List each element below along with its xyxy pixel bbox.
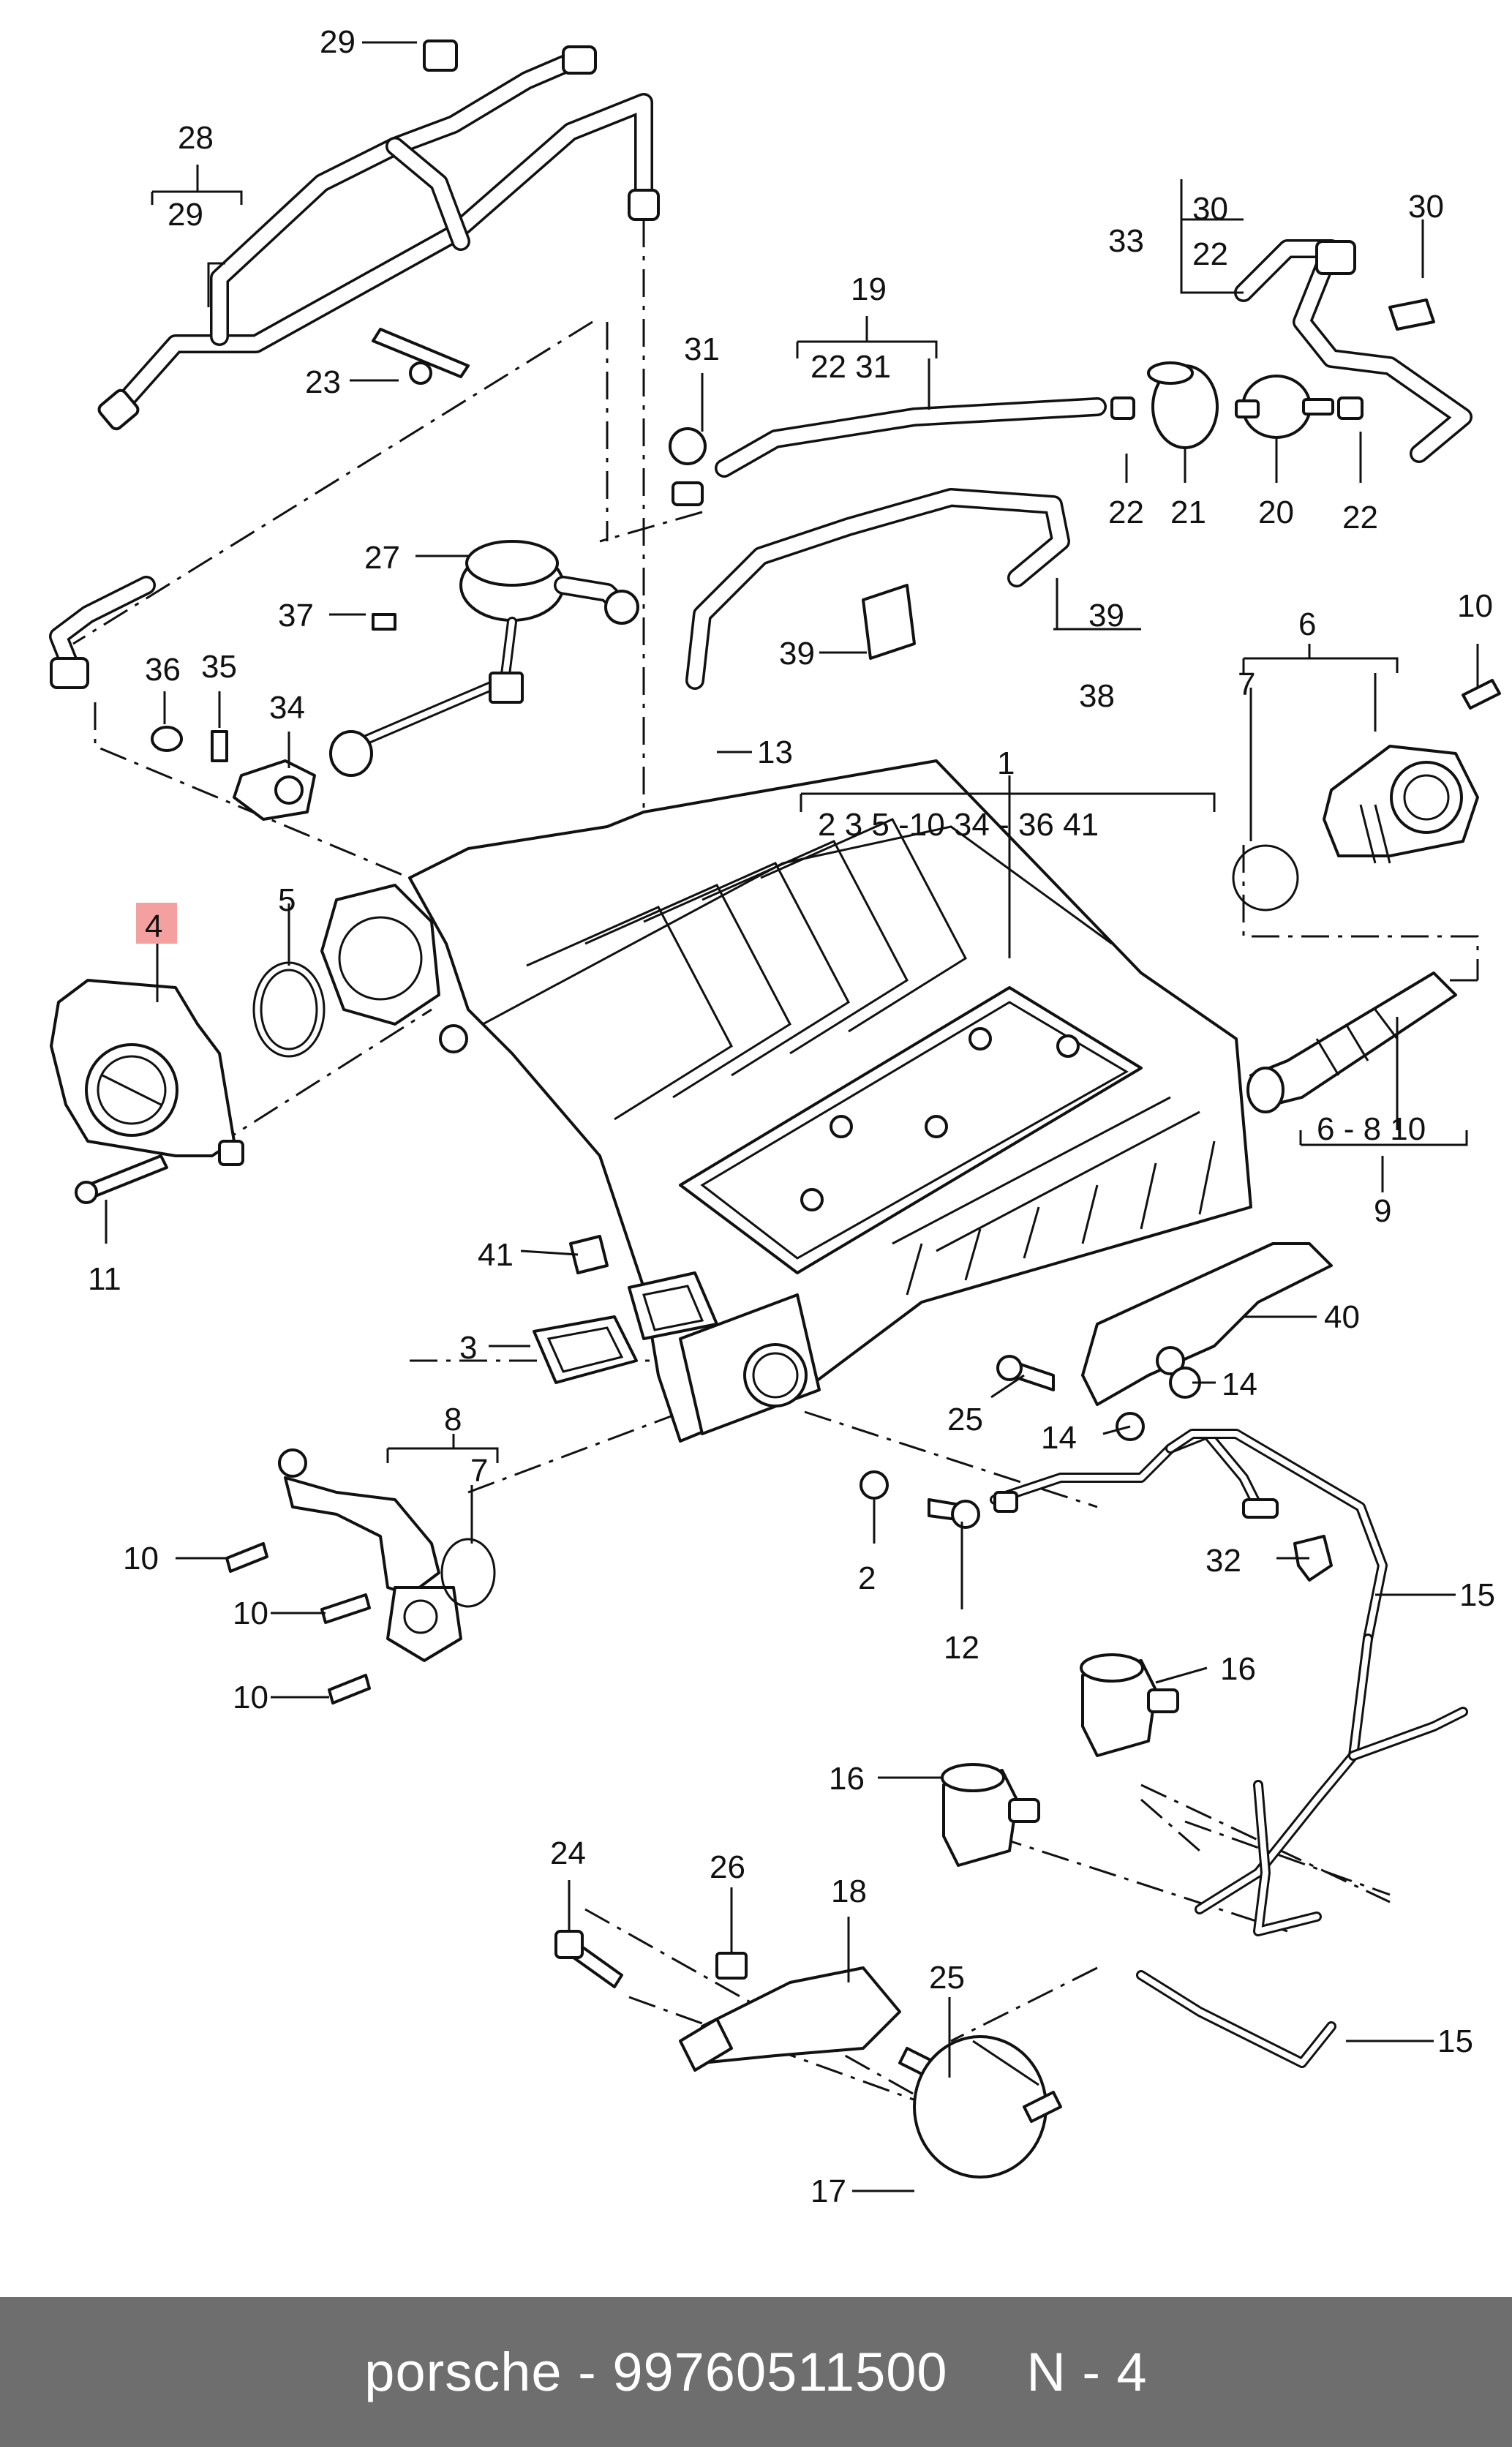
footer-caption: porsche - 99760511500 N - 4 [364, 2342, 1148, 2402]
callout-7: 7 [1238, 666, 1255, 702]
pcv-valve-group [151, 540, 639, 821]
bolt-24 [554, 1930, 623, 1988]
callout-34: 34 [269, 690, 305, 726]
callout-40: 40 [1324, 1299, 1360, 1335]
callout-10-pump: 10 [1457, 588, 1493, 624]
callout-15-top: 15 [1459, 1577, 1495, 1613]
bolt-10-pump [1462, 679, 1501, 710]
solenoid-valve-16b [941, 1763, 1040, 1867]
callout-35: 35 [201, 649, 237, 685]
callout-25-lower: 25 [929, 1960, 965, 1996]
callout-39-right: 39 [779, 636, 815, 672]
callout-27: 27 [364, 540, 400, 576]
hose-19-group [669, 239, 1472, 506]
air-filter-9 [1246, 971, 1457, 1113]
callout-38: 38 [1079, 678, 1115, 714]
callout-33-group-b: 22 [1192, 236, 1228, 272]
callout-20: 20 [1258, 495, 1294, 530]
throttle-body-4 [50, 979, 244, 1204]
highlight-box-4 [136, 903, 177, 944]
callout-21: 21 [1170, 495, 1206, 530]
callout-7-lower: 7 [470, 1453, 488, 1489]
callout-10-b: 10 [233, 1595, 268, 1631]
callout-3: 3 [459, 1330, 477, 1366]
callout-30: 30 [1408, 189, 1444, 225]
callout-1-group: 2 3 5 -10 34 - 36 41 [818, 807, 1099, 843]
callout-36: 36 [145, 652, 181, 688]
callout-33: 33 [1108, 223, 1144, 259]
callout-12: 12 [944, 1630, 979, 1666]
callout-38-group: 39 [1088, 598, 1124, 634]
o-ring-7 [1232, 844, 1299, 911]
o-ring-7b [440, 1538, 496, 1608]
vent-hose-assembly [97, 40, 660, 431]
breather-hose-left [49, 576, 156, 689]
callout-41: 41 [478, 1237, 514, 1273]
callout-28-group: 29 [168, 197, 203, 233]
gasket-3 [533, 1271, 718, 1384]
callout-5: 5 [278, 882, 296, 918]
solenoid-valve-16a [1080, 1653, 1179, 1757]
callout-22-right: 22 [1342, 500, 1378, 535]
callout-15-lower: 15 [1437, 2023, 1473, 2059]
bolt-10b [320, 1593, 371, 1624]
callout-26: 26 [710, 1849, 745, 1885]
callout-23: 23 [305, 364, 341, 400]
pad-26 [715, 1952, 748, 1980]
callout-19: 19 [851, 271, 887, 307]
callout-18: 18 [831, 1873, 867, 1909]
cable-tie-23 [372, 328, 470, 385]
intake-manifold [320, 759, 1252, 1443]
callout-37: 37 [278, 598, 314, 634]
callout-14-right: 14 [1222, 1367, 1257, 1402]
bolt-10a [225, 1542, 268, 1573]
callout-17: 17 [810, 2173, 846, 2209]
callout-13: 13 [757, 734, 793, 770]
callout-4: 4 [145, 909, 162, 944]
callout-32: 32 [1206, 1543, 1241, 1579]
callout-8: 8 [444, 1402, 462, 1437]
callout-28: 28 [178, 120, 214, 156]
stud-25 [996, 1355, 1055, 1391]
callout-9: 9 [1374, 1193, 1391, 1229]
bracket-40 [1081, 1242, 1333, 1406]
callout-6: 6 [1298, 606, 1316, 642]
bolt-12 [928, 1498, 980, 1529]
callout-10-a: 10 [123, 1541, 159, 1576]
leader-lines [105, 41, 1479, 2192]
callout-33-group-a: 30 [1192, 191, 1228, 227]
bolt-10c [328, 1674, 371, 1704]
footer-bar: porsche - 99760511500 N - 4 [0, 2297, 1512, 2447]
bracket-8 [278, 1448, 462, 1662]
callout-14-lower: 14 [1041, 1420, 1077, 1456]
callout-11: 11 [88, 1261, 121, 1297]
callout-9-group: 6 - 8 10 [1317, 1111, 1426, 1147]
gasket-5 [252, 961, 326, 1058]
vacuum-line-15 [990, 1429, 1468, 2068]
callout-22-left: 22 [1108, 495, 1144, 530]
callout-16-top: 16 [1220, 1651, 1256, 1687]
vacuum-reservoir-17 [913, 2035, 1062, 2179]
callout-16-left: 16 [829, 1761, 865, 1797]
callout-10-c: 10 [233, 1680, 268, 1715]
hose-38 [685, 488, 1070, 690]
callout-31: 31 [684, 331, 720, 367]
callout-29-top: 29 [320, 24, 356, 60]
secondary-air-pump-6 [1323, 745, 1479, 864]
callout-25-top: 25 [947, 1402, 983, 1437]
nut-2 [860, 1470, 889, 1500]
bracket-18 [679, 1966, 901, 2072]
callout-labels: 29 28 29 23 31 19 22 31 33 30 22 30 22 2… [88, 24, 1495, 2209]
callout-2: 2 [858, 1560, 876, 1596]
callout-19-group: 22 31 [810, 349, 891, 385]
callout-1: 1 [997, 745, 1015, 781]
clip-41 [569, 1235, 609, 1274]
parts-diagram: 29 28 29 23 31 19 22 31 33 30 22 30 22 2… [49, 24, 1501, 2209]
clip-32 [1293, 1535, 1333, 1582]
callout-24: 24 [550, 1835, 586, 1871]
